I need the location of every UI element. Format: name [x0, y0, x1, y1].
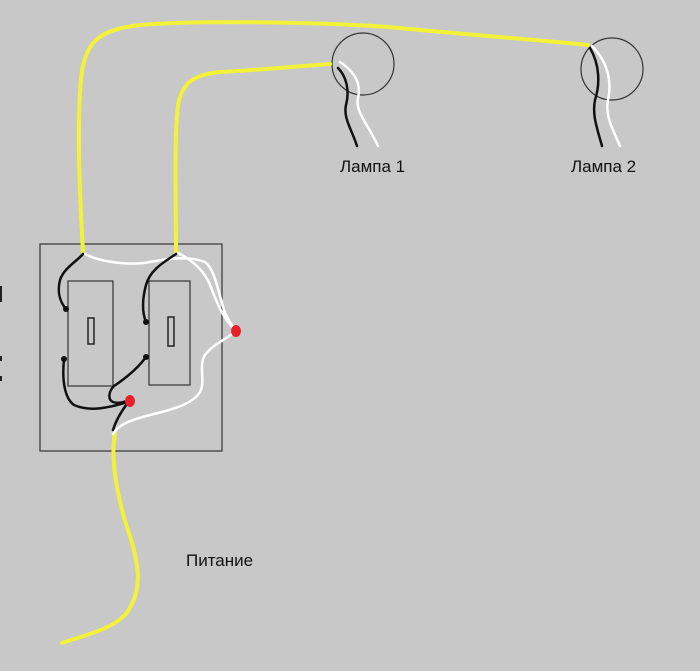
- neutral-wire-upper: [83, 252, 238, 333]
- switch-wire-1-bottom: [62, 358, 130, 410]
- terminal-dot: [143, 319, 149, 325]
- cropped-edge-mark: [0, 376, 2, 381]
- junction-neutral: [231, 325, 241, 337]
- lamp-2-white-wire: [590, 44, 622, 148]
- switch-wire-1-top: [57, 252, 85, 311]
- lamp-2-black-wire: [588, 46, 604, 148]
- cropped-edge-mark: [0, 356, 2, 361]
- neutral-wire-down: [111, 329, 238, 436]
- switch-key-1-toggle: [87, 317, 95, 345]
- switch-wire-2-bottom: [108, 355, 148, 405]
- switch-key-1: [67, 280, 114, 387]
- power-label: Питание: [186, 551, 254, 570]
- switch-key-2-toggle: [167, 316, 175, 347]
- phase-wire-power: [60, 431, 140, 645]
- lamp-2-label: Лампа 2: [571, 157, 637, 176]
- lamp-2-circle: [580, 37, 644, 101]
- switch-wire-2-top: [141, 252, 178, 324]
- neutral-wire-right: [176, 251, 238, 333]
- terminal-dot: [61, 356, 67, 362]
- phase-wire-to-lamp-1: [173, 62, 332, 254]
- cropped-edge-mark: [0, 286, 2, 302]
- lamp-1-white-wire: [338, 60, 380, 148]
- lamp-1-label: Лампа 1: [340, 157, 406, 176]
- terminal-dot: [143, 354, 149, 360]
- terminal-dot: [63, 306, 69, 312]
- switch-box: [39, 243, 223, 452]
- lamp-1-black-wire: [336, 66, 359, 148]
- junction-phase: [125, 395, 135, 407]
- phase-wire-to-lamp-2: [76, 20, 590, 254]
